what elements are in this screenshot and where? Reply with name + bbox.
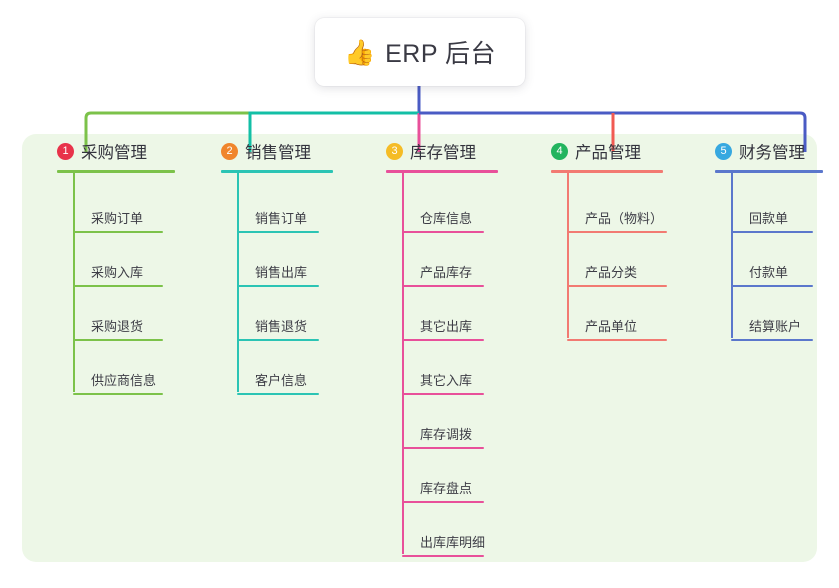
branch-underline (551, 170, 663, 173)
branch-column-1: 1 采购管理采购订单采购入库采购退货供应商信息 (42, 134, 175, 395)
leaf-underline (731, 339, 813, 341)
leaf-label: 其它出库 (420, 319, 473, 334)
leaf-underline (237, 285, 319, 287)
leaf-underline (731, 231, 813, 233)
leaf-label: 库存盘点 (420, 481, 473, 496)
leaf-node[interactable]: 采购订单 (73, 208, 163, 233)
leaf-label: 出库库明细 (420, 535, 486, 550)
leaf-node[interactable]: 销售订单 (237, 208, 319, 233)
leaf-underline (402, 447, 484, 449)
leaf-underline (73, 339, 163, 341)
branch-column-3: 3 库存管理仓库信息产品库存其它出库其它入库库存调拨库存盘点出库库明细 (371, 134, 498, 557)
leaf-label: 采购退货 (91, 319, 144, 334)
leaf-underline (402, 231, 484, 233)
root-node[interactable]: 👍 ERP 后台 (315, 18, 525, 86)
branch-title: 销售管理 (245, 144, 311, 162)
leaf-label: 付款单 (749, 265, 789, 280)
branch-title: 财务管理 (739, 144, 805, 162)
leaf-node[interactable]: 其它入库 (402, 370, 484, 395)
branch-column-2: 2 销售管理销售订单销售出库销售退货客户信息 (206, 134, 333, 395)
leaf-underline (73, 285, 163, 287)
leaf-node[interactable]: 付款单 (731, 262, 813, 287)
branch-underline (57, 170, 175, 173)
leaf-node[interactable]: 销售出库 (237, 262, 319, 287)
leaf-label: 产品单位 (585, 319, 638, 334)
leaf-underline (402, 501, 484, 503)
branch-header-5[interactable]: 5 财务管理 (700, 134, 805, 168)
leaf-label: 其它入库 (420, 373, 473, 388)
branch-index-badge: 4 (551, 142, 568, 160)
leaf-node[interactable]: 供应商信息 (73, 370, 163, 395)
branch-spine (402, 172, 404, 554)
leaf-node[interactable]: 出库库明细 (402, 532, 485, 557)
leaf-label: 采购订单 (91, 211, 144, 226)
root-title: ERP 后台 (385, 40, 497, 68)
branch-underline (386, 170, 498, 173)
leaf-label: 产品分类 (585, 265, 638, 280)
leaf-node[interactable]: 其它出库 (402, 316, 484, 341)
leaf-node[interactable]: 产品（物料） (567, 208, 667, 233)
leaf-node[interactable]: 产品单位 (567, 316, 667, 341)
leaf-node[interactable]: 库存调拨 (402, 424, 484, 449)
branch-header-2[interactable]: 2 销售管理 (206, 134, 311, 168)
leaf-label: 采购入库 (91, 265, 144, 280)
leaf-underline (731, 285, 813, 287)
branch-spine (73, 172, 75, 392)
branch-title: 库存管理 (410, 144, 476, 162)
branch-header-1[interactable]: 1 采购管理 (42, 134, 147, 168)
thumbs-up-icon: 👍 (343, 37, 376, 67)
leaf-node[interactable]: 客户信息 (237, 370, 319, 395)
leaf-node[interactable]: 产品库存 (402, 262, 484, 287)
branch-index-badge: 2 (221, 142, 238, 160)
leaf-node[interactable]: 结算账户 (731, 316, 813, 341)
leaf-label: 产品（物料） (585, 211, 664, 226)
leaf-underline (567, 231, 667, 233)
leaf-node[interactable]: 仓库信息 (402, 208, 484, 233)
leaf-label: 回款单 (749, 211, 789, 226)
leaf-label: 客户信息 (255, 373, 308, 388)
branch-index-badge: 1 (57, 142, 74, 160)
leaf-underline (402, 285, 484, 287)
branch-index-badge: 5 (715, 142, 732, 160)
branch-column-5: 5 财务管理回款单付款单结算账户 (700, 134, 823, 341)
leaf-label: 产品库存 (420, 265, 473, 280)
branch-title: 产品管理 (575, 144, 641, 162)
branch-title: 采购管理 (81, 144, 147, 162)
leaf-node[interactable]: 采购入库 (73, 262, 163, 287)
leaf-underline (402, 555, 484, 557)
branches-panel (22, 134, 817, 562)
leaf-node[interactable]: 采购退货 (73, 316, 163, 341)
leaf-label: 销售出库 (255, 265, 308, 280)
leaf-node[interactable]: 销售退货 (237, 316, 319, 341)
branch-header-4[interactable]: 4 产品管理 (536, 134, 641, 168)
leaf-label: 结算账户 (749, 319, 802, 334)
leaf-label: 仓库信息 (420, 211, 473, 226)
branch-columns: 1 采购管理采购订单采购入库采购退货供应商信息 2 销售管理销售订单销售出库销售退货客… (0, 134, 839, 562)
leaf-node[interactable]: 回款单 (731, 208, 813, 233)
leaf-underline (237, 339, 319, 341)
leaf-label: 销售订单 (255, 211, 308, 226)
leaf-node[interactable]: 库存盘点 (402, 478, 484, 503)
branch-spine (567, 172, 569, 338)
leaf-underline (237, 393, 319, 395)
branch-column-4: 4 产品管理产品（物料） 产品分类产品单位 (536, 134, 667, 341)
leaf-underline (237, 231, 319, 233)
leaf-underline (567, 285, 667, 287)
branch-header-3[interactable]: 3 库存管理 (371, 134, 476, 168)
leaf-underline (73, 231, 163, 233)
branch-spine (237, 172, 239, 392)
leaf-underline (402, 393, 484, 395)
leaf-node[interactable]: 产品分类 (567, 262, 667, 287)
leaf-label: 供应商信息 (91, 373, 157, 388)
branch-index-badge: 3 (386, 142, 403, 160)
branch-underline (221, 170, 333, 173)
leaf-underline (402, 339, 484, 341)
leaf-label: 销售退货 (255, 319, 308, 334)
branch-underline (715, 170, 823, 173)
branch-spine (731, 172, 733, 338)
leaf-underline (567, 339, 667, 341)
leaf-underline (73, 393, 163, 395)
leaf-label: 库存调拨 (420, 427, 473, 442)
